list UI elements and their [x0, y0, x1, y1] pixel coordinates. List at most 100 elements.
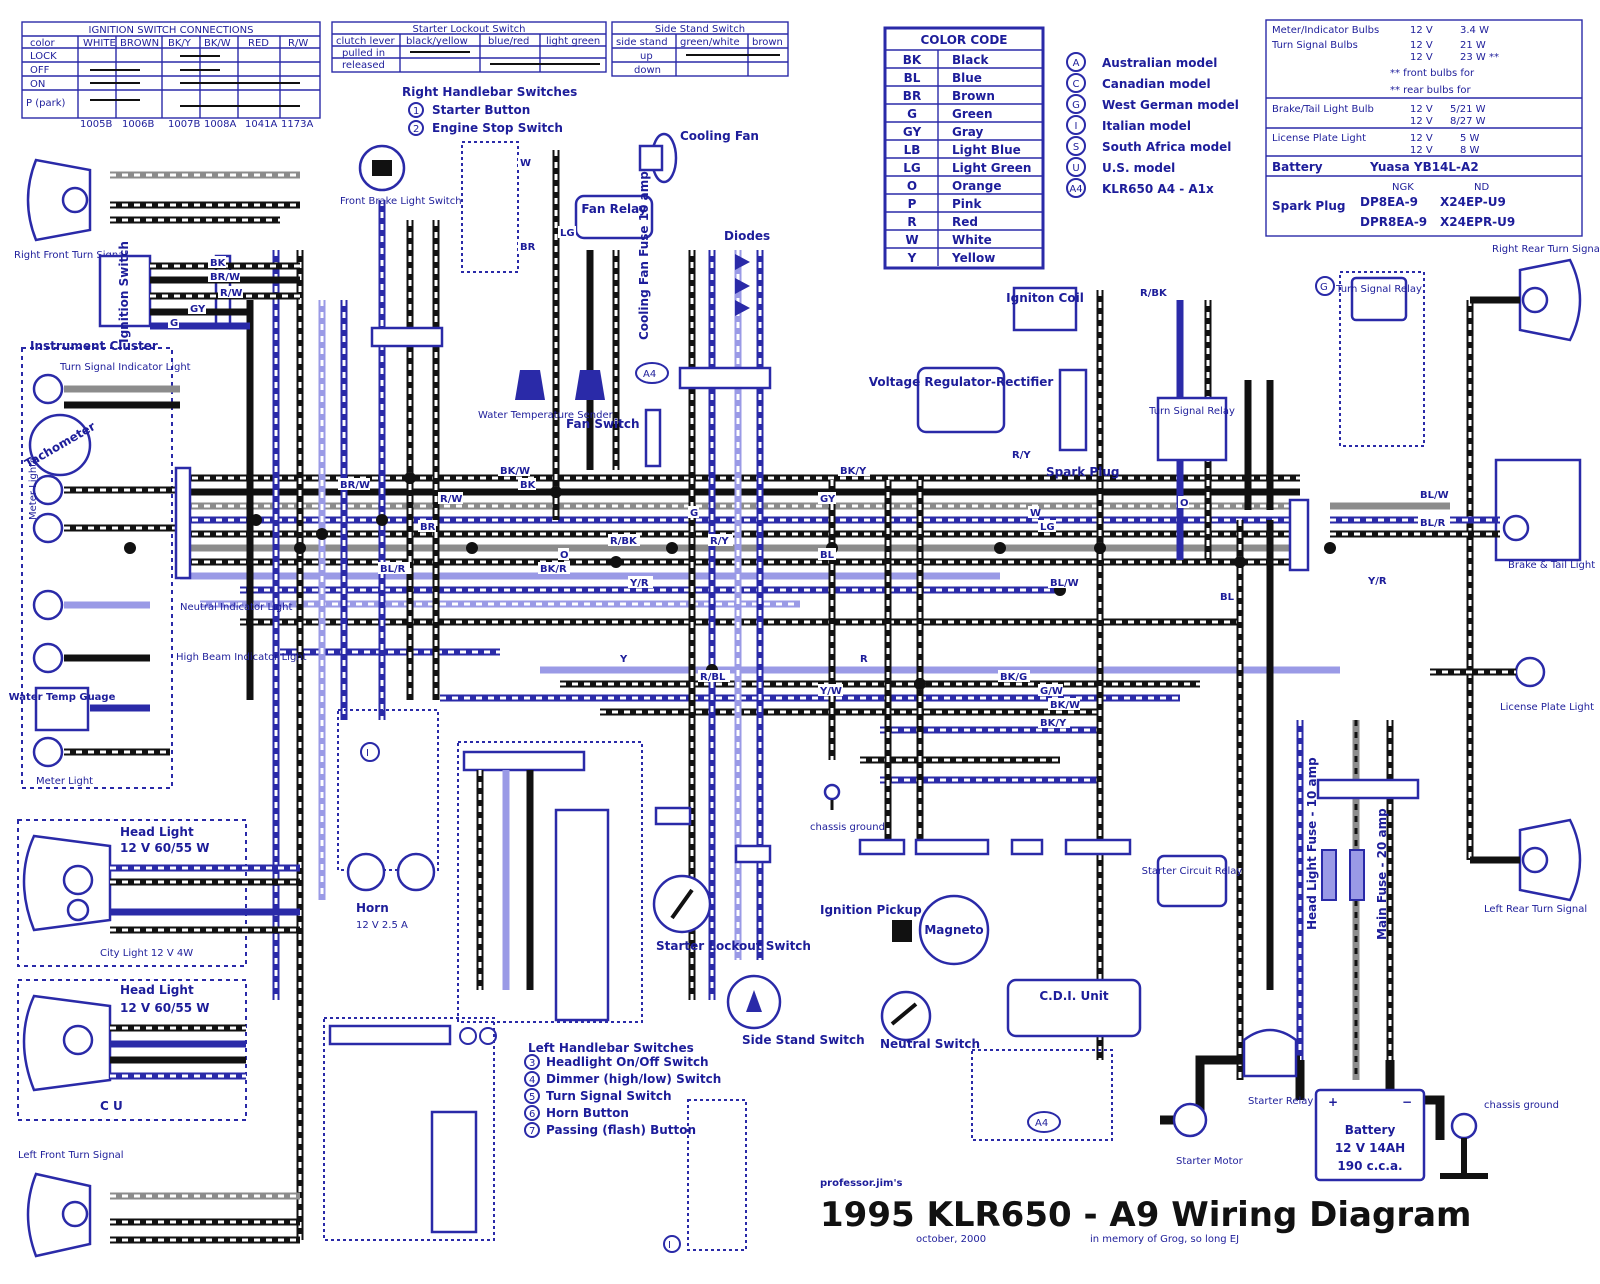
spec-license-v2: 12 V — [1410, 145, 1433, 156]
color-code-p: P — [908, 197, 917, 211]
magneto-label: Magneto — [924, 923, 983, 937]
g-tag: G — [1320, 282, 1328, 293]
starter-lockout-label: Starter Lockout Switch — [656, 939, 811, 953]
wire-label: G — [690, 508, 698, 519]
wire-label: W — [1030, 508, 1041, 519]
wire-label: BK/Y — [1040, 718, 1067, 729]
sidestand-table-title: Side Stand Switch — [655, 24, 745, 35]
meter-light-label: Meter Light — [36, 776, 93, 787]
color-code-g: G — [907, 107, 917, 121]
ss-r1: down — [634, 65, 661, 76]
ss-h0: side stand — [616, 37, 668, 48]
spec-turn-note1: ** front bulbs for — [1390, 68, 1475, 79]
wire-label: Y — [619, 654, 628, 665]
pn-0: 1005B — [80, 119, 112, 130]
ignition-coil: Igniton Coil — [1006, 286, 1084, 332]
starter-circuit-relay: Starter Circuit Relay — [1142, 854, 1242, 908]
spec-turn-label: Turn Signal Bulbs — [1271, 40, 1358, 51]
chassis-ground-2: chassis ground — [1440, 1100, 1559, 1179]
neutral-indicator-label: Neutral Indicator Light — [180, 602, 292, 613]
wire-label: BK — [520, 480, 537, 491]
spec-brake-w1: 5/21 W — [1450, 104, 1486, 115]
color-code-o: O — [907, 179, 917, 193]
col-brown: BROWN — [120, 38, 159, 49]
spec-license-w1: 5 W — [1460, 133, 1480, 144]
water-temp-gauge — [34, 686, 90, 732]
fan-switch: Fan Switch — [566, 370, 640, 431]
right-front-turn-signal: Right Front Turn Signal — [14, 158, 300, 261]
color-name-y: Yellow — [951, 251, 995, 265]
chassis-ground-1: chassis ground — [810, 783, 885, 833]
spec-nd2: X24EPR-U9 — [1440, 215, 1515, 229]
wire-label: BL/R — [380, 564, 406, 575]
wire-label: BK/W — [500, 466, 530, 477]
model-sym-c: C — [1073, 79, 1080, 90]
fan-relay-label: Fan Relay — [581, 202, 647, 216]
headlight1-label: Head Light — [120, 825, 194, 839]
row-lock: LOCK — [30, 51, 57, 62]
wire-label: R/Y — [710, 536, 729, 547]
model-sym-u: U — [1072, 163, 1079, 174]
battery-spec2: 190 c.c.a. — [1337, 1159, 1402, 1173]
neutral-switch: Neutral Switch — [880, 990, 980, 1051]
chassis-ground-label-1: chassis ground — [810, 822, 885, 833]
ignition-table-title: IGNITION SWITCH CONNECTIONS — [89, 25, 254, 36]
wire-label: Y/R — [629, 578, 649, 589]
model-name: U.S. model — [1102, 161, 1175, 175]
col-white: WHITE — [83, 38, 116, 49]
spec-meter-v: 12 V — [1410, 25, 1433, 36]
vertical-trunks — [246, 150, 1474, 1240]
lockout-h1: black/yellow — [406, 36, 468, 47]
svg-text:−: − — [1402, 1095, 1412, 1109]
model-name: South Africa model — [1102, 140, 1231, 154]
spec-battery-value: Yuasa YB14L-A2 — [1369, 160, 1479, 174]
left-handlebar-block-3: I — [663, 1099, 747, 1253]
chassis-ground-label-2: chassis ground — [1484, 1100, 1559, 1111]
ignition-pickup-coil: Ignition Pickup Coil — [820, 838, 951, 942]
wire-label: R/W — [440, 494, 462, 505]
spec-brake-label: Brake/Tail Light Bulb — [1272, 104, 1374, 115]
headlight2-label: Head Light — [120, 983, 194, 997]
wire-label: BK/G — [1000, 672, 1027, 683]
fuses: Head Light Fuse - 10 amp Main Fuse - 20 … — [1305, 757, 1420, 940]
row-off: OFF — [30, 65, 50, 76]
headlight-fuse-label: Head Light Fuse - 10 amp — [1305, 757, 1319, 930]
color-name-bl: Blue — [952, 71, 982, 85]
ignition-switch-table: IGNITION SWITCH CONNECTIONS color WHITE … — [21, 21, 321, 130]
lh-item: Dimmer (high/low) Switch — [546, 1072, 721, 1086]
cdi-unit: C.D.I. Unit — [1006, 838, 1142, 1038]
wire-label: BK/Y — [840, 466, 867, 477]
rh-starter-button: Starter Button — [432, 103, 530, 117]
right-rear-turn-label: Right Rear Turn Signal — [1492, 244, 1600, 255]
color-code-y: Y — [907, 251, 917, 265]
fan-switch-label: Fan Switch — [566, 417, 640, 431]
model-name: Australian model — [1102, 56, 1217, 70]
color-name-g: Green — [952, 107, 993, 121]
col-bkw: BK/W — [204, 38, 231, 49]
fan-fuse-label: Cooling Fan Fuse 10 amp — [637, 171, 651, 340]
title-block: professor.jim's 1995 KLR650 - A9 Wiring … — [820, 1178, 1471, 1245]
wire-label: G — [170, 318, 178, 329]
instrument-cluster: Instrument Cluster Turn Signal Indicator… — [9, 339, 307, 789]
fan-fuse: Cooling Fan Fuse 10 amp A4 — [635, 171, 669, 468]
wire-label: R/BK — [1140, 288, 1168, 299]
wire-label: R/Y — [1012, 450, 1031, 461]
model-symbol — [1066, 115, 1086, 135]
headlight-2: Head Light 12 V 60/55 W C U — [17, 979, 247, 1121]
pn-3: 1008A — [204, 119, 236, 130]
color-name-r: Red — [952, 215, 978, 229]
left-rear-turn-label: Left Rear Turn Signal — [1484, 904, 1587, 915]
starter-lockout-table: Starter Lockout Switch clutch lever blac… — [331, 21, 607, 73]
wire-label: R — [860, 654, 868, 665]
model-name: West German model — [1102, 98, 1239, 112]
turn-relay-center-label: Turn Signal Relay — [1148, 406, 1235, 417]
spec-meter-w: 3.4 W — [1460, 25, 1489, 36]
wire-label: O — [560, 550, 569, 561]
col-rw: R/W — [288, 38, 308, 49]
left-handlebar-block-2 — [323, 1017, 497, 1241]
magneto: Magneto — [914, 838, 990, 966]
cooling-fan-label: Cooling Fan — [680, 129, 759, 143]
